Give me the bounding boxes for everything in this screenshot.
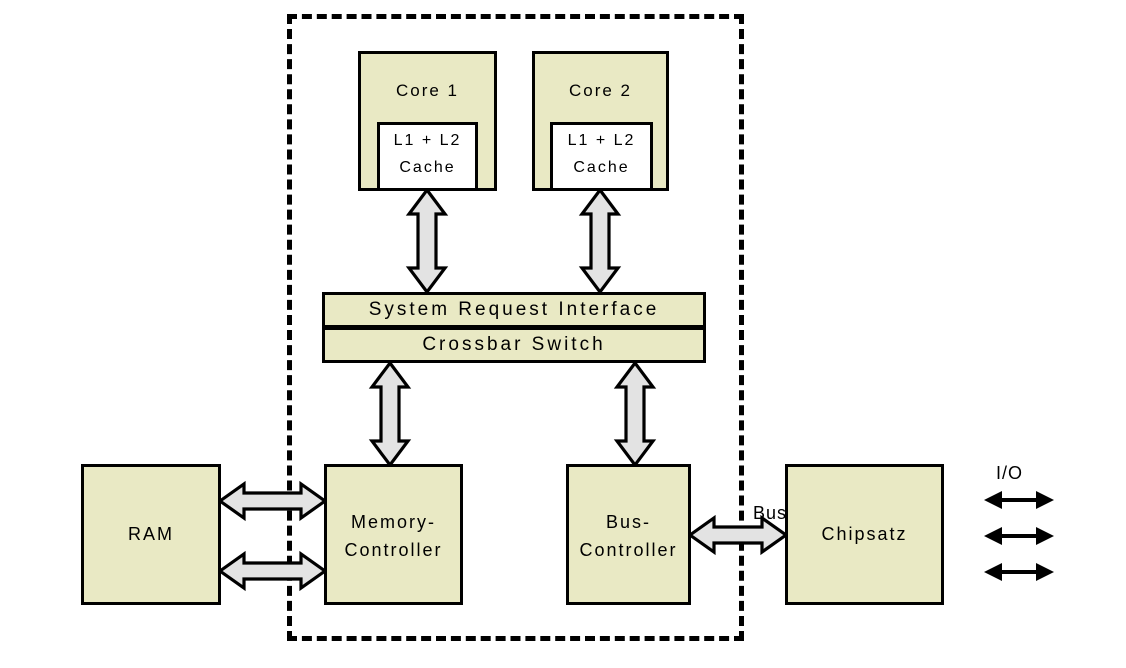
system-request-interface-bar[interactable]: System Request Interface xyxy=(322,292,706,328)
io-arrow-2 xyxy=(984,527,1054,545)
arrow-crossbar-to-bus-controller xyxy=(613,360,657,468)
crossbar-switch-bar[interactable]: Crossbar Switch xyxy=(322,327,706,363)
bus-edge-label: Bus xyxy=(753,503,788,523)
core-2-cache-line-2: Cache xyxy=(573,159,630,176)
chipsatz-block[interactable]: Chipsatz xyxy=(785,464,944,605)
core-1-cache-block[interactable]: L1 + L2 Cache xyxy=(377,122,478,191)
core-1-cache-line-1: L1 + L2 xyxy=(393,132,462,149)
bus-controller-label-line-1: Bus- xyxy=(605,512,651,532)
core-2-cache-block[interactable]: L1 + L2 Cache xyxy=(550,122,653,191)
memory-controller-block[interactable]: Memory- Controller xyxy=(324,464,463,605)
ram-block[interactable]: RAM xyxy=(81,464,221,605)
io-arrow-1 xyxy=(984,491,1054,509)
core-1-label: Core 1 xyxy=(395,81,460,100)
core-2-cache-line-1: L1 + L2 xyxy=(567,132,636,149)
cpu-package-boundary xyxy=(287,14,744,641)
memory-controller-label-line-1: Memory- xyxy=(351,512,436,532)
core-1-cache-line-2: Cache xyxy=(399,159,456,176)
bus-controller-block[interactable]: Bus- Controller xyxy=(566,464,691,605)
memory-controller-label-line-2: Controller xyxy=(344,540,443,560)
arrow-ram-to-memory-controller-upper xyxy=(217,480,328,522)
io-arrow-3 xyxy=(984,563,1054,581)
core-2-label: Core 2 xyxy=(568,81,633,100)
bus-controller-label-line-2: Controller xyxy=(579,540,678,560)
arrow-ram-to-memory-controller-lower xyxy=(217,550,328,592)
arrow-crossbar-to-memory-controller xyxy=(368,360,412,468)
arrow-core2-to-sri xyxy=(578,187,622,295)
arrow-core1-to-sri xyxy=(405,187,449,295)
io-edge-label: I/O xyxy=(996,463,1024,483)
